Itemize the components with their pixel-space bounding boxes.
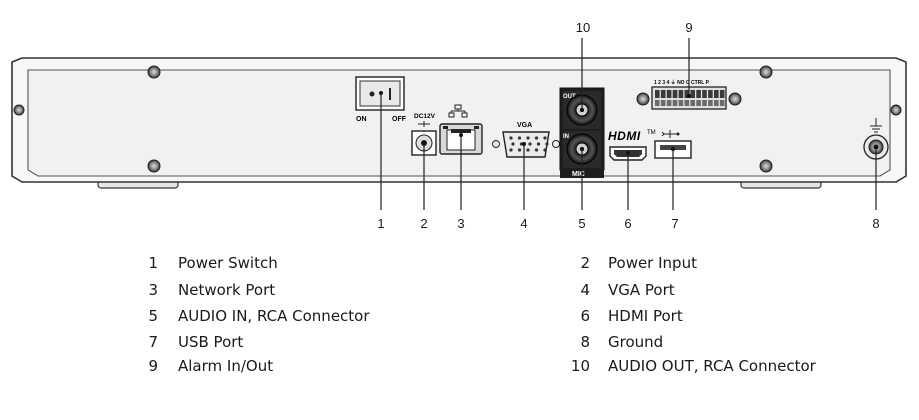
terminal-wire-slot [660,100,666,106]
callout-4: 4 [520,216,527,231]
vga-pin [509,136,513,140]
usb-icon [661,130,680,138]
hdmi-logo-text: HDMI [608,129,641,143]
screw-icon [728,92,742,106]
terminal-wire-slot [714,100,719,106]
screw-icon [147,65,161,79]
terminal-wire-slot [672,100,678,106]
power-switch: ON OFF [355,76,407,123]
vga-pin [509,148,513,152]
terminal-wire-slot [719,100,725,106]
callout-3: 3 [457,216,464,231]
screw-icon [759,65,773,79]
vga-pin [534,148,539,152]
callout-7: 7 [671,216,678,231]
terminal-pin-labels: 1 2 3 4 ⏚ NO C CTRL P [654,79,710,86]
switch-on-label: ON [356,116,367,123]
audio-in-label: IN [563,134,569,140]
switch-off-label: OFF [392,116,407,123]
power-input-port: DC12V [411,113,437,156]
vga-port: VGA [492,122,560,158]
callout-lines [380,38,877,210]
terminal-wire-slot [702,100,707,106]
dc-polarity-icon [418,121,430,127]
terminal-screw-slot [678,90,684,98]
vga-pin [526,136,530,140]
terminal-screw-slot [684,90,690,98]
terminal-screw-slot [696,90,701,98]
terminal-screw-slot [719,90,725,98]
terminal-screw-slot [708,90,713,98]
vga-pin [517,136,522,140]
audio-out-label: OUT [563,94,576,100]
terminal-wire-slot [708,100,713,106]
callout-6: 6 [624,216,631,231]
vga-pin [528,142,532,146]
terminal-screw-slot [666,90,672,98]
vga-pin [511,142,515,146]
vga-pin [526,148,530,152]
vga-pin [536,142,541,146]
screw-icon [890,104,902,116]
terminal-wire-slot [678,100,684,106]
network-icon [448,104,468,118]
screw-icon [636,92,650,106]
screw-icon [147,159,161,173]
vga-pin [534,136,539,140]
terminal-screw-slot [714,90,719,98]
mounting-screws [13,65,902,173]
terminal-wire-slot [684,100,690,106]
callout-1: 1 [377,216,384,231]
terminal-screw-slot [660,90,666,98]
terminal-screw-slot [655,90,660,98]
terminal-wire-slot [666,100,672,106]
terminal-wire-slot [655,100,660,106]
callout-8: 8 [872,216,879,231]
callout-9: 9 [685,20,692,35]
ground-icon [870,118,882,133]
dc-label: DC12V [414,113,436,120]
callout-dots [379,91,878,155]
vga-pin [517,148,522,152]
vga-pin [545,142,549,146]
callout-2: 2 [420,216,427,231]
vga-pin [543,148,547,152]
chassis-inner [27,69,891,177]
terminal-wire-slot [690,100,695,106]
vga-pin [543,136,547,140]
terminal-screw-slot [702,90,707,98]
callout-5: 5 [578,216,585,231]
screw-icon [759,159,773,173]
callout-numbers: 1 2 3 4 5 6 7 8 9 10 [377,20,879,231]
hdmi-tm: TM [647,130,656,136]
vga-label: VGA [517,122,532,129]
terminal-screw-slot [672,90,678,98]
callout-10: 10 [576,20,590,35]
terminal-screw-slot [690,90,695,98]
mic-label: MIC [572,171,585,178]
screw-icon [13,104,25,116]
terminal-wire-slot [696,100,701,106]
